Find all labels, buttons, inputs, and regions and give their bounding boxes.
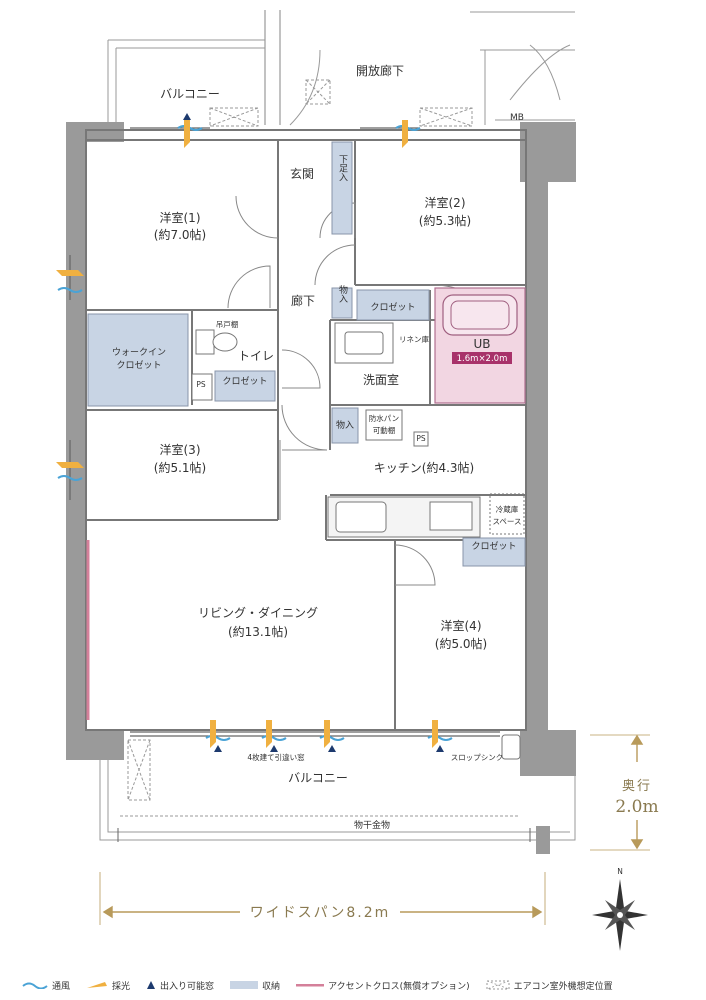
legend-access-window: 出入り可能窓: [146, 979, 214, 992]
legend: 通風 採光 出入り可能窓 収納 アクセントクロス(無償オプション) エアコン室外…: [22, 976, 692, 994]
closet-label-room4: クロゼット: [471, 540, 516, 552]
room4-name: 洋室(4): [441, 618, 482, 633]
kitchen-sink: [335, 501, 387, 533]
ub-label: UB: [473, 337, 490, 351]
ub-size-badge: [452, 352, 512, 364]
storage-label-1: 物入: [337, 284, 348, 303]
legend-storage: 収納: [230, 979, 280, 992]
room3-size: (約5.1帖): [154, 460, 206, 475]
legend-access-window-text: 出入り可能窓: [160, 981, 215, 992]
dimension-lines: [99, 734, 650, 925]
ps-label-1: PS: [196, 380, 206, 389]
storage-label-2: 物入: [336, 419, 354, 431]
linen-label: リネン庫: [399, 334, 429, 344]
hallway-label: 廊下: [291, 293, 315, 308]
slop-sink: [501, 734, 521, 760]
legend-daylight: 採光: [86, 979, 130, 992]
washroom-label: 洗面室: [363, 372, 399, 387]
legend-storage-text: 収納: [262, 981, 281, 992]
unit-bath: [434, 287, 526, 404]
waterproof-pan: [365, 409, 403, 441]
ld-name: リビング・ダイニング: [198, 605, 318, 620]
room2-size: (約5.3帖): [419, 213, 471, 228]
interior-walls: [85, 129, 527, 731]
toilet-bowl: [195, 329, 215, 355]
wind-icon: [22, 982, 48, 989]
shoe-storage-label: 下足入: [337, 155, 348, 182]
ld-size: (約13.1帖): [228, 624, 288, 639]
legend-ac-unit: エアコン室外機想定位置: [486, 979, 613, 992]
closet-room4: [462, 537, 526, 567]
closet-hall: [356, 289, 430, 321]
ub-size-label: 1.6m×2.0m: [457, 354, 508, 364]
fridge-label-1: 冷蔵庫: [496, 504, 519, 514]
legend-ac-unit-text: エアコン室外機想定位置: [513, 981, 613, 992]
balcony-top-label: バルコニー: [160, 87, 220, 101]
ac-unit-icon: [486, 980, 510, 990]
kitchen-label: キッチン(約4.3帖): [374, 460, 474, 475]
fixtures: [191, 322, 525, 760]
storage-hall-2: [331, 407, 359, 444]
room3-name: 洋室(3): [160, 442, 201, 457]
fridge-label-2: スペース: [492, 517, 521, 526]
daylight-marks: [56, 120, 438, 748]
storage-hall-1: [331, 287, 353, 319]
shoe-storage: [331, 141, 353, 235]
walkin-label-1: ウォークイン: [112, 347, 166, 358]
balcony-bottom-label: バルコニー: [288, 771, 348, 785]
north-label: N: [617, 867, 623, 876]
room1-name: 洋室(1): [160, 210, 201, 225]
ac-unit-positions: [127, 79, 473, 801]
walkin-label-2: クロゼット: [116, 359, 161, 371]
access-window-marks: [183, 113, 444, 752]
depth-label: 奥行: [622, 779, 652, 794]
span-label: ワイドスパン8.2m: [250, 905, 391, 921]
sliding-window-label: 4枚建て引違い窓: [247, 752, 305, 762]
storage-areas: [87, 141, 526, 567]
legend-ventilation-text: 通風: [52, 981, 71, 992]
slop-sink-label: スロップシンク: [451, 753, 504, 762]
open-corridor-area: [107, 10, 575, 126]
room2-name: 洋室(2): [425, 195, 466, 210]
open-corridor-label: 開放廊下: [356, 63, 404, 78]
legend-accent-cloth: アクセントクロス(無償オプション): [296, 979, 470, 992]
compass-icon: [592, 879, 648, 951]
legend-daylight-text: 採光: [112, 981, 131, 992]
balcony-bottom-rail: [99, 760, 576, 842]
waterproof-pan-label-1: 防水パン: [369, 413, 399, 423]
waterproof-pan-label-2: 可動棚: [373, 425, 396, 435]
daylight-icon: [87, 982, 108, 988]
closet-label-hall: クロゼット: [370, 301, 415, 313]
closet-label-toilet: クロゼット: [222, 375, 267, 387]
storage-swatch-icon: [230, 981, 259, 989]
room1-size: (約7.0帖): [154, 227, 206, 242]
access-triangle-icon: [147, 981, 156, 989]
mb-label: MB: [510, 113, 524, 123]
walkin-closet: [87, 313, 189, 407]
legend-accent-cloth-text: アクセントクロス(無償オプション): [328, 981, 470, 992]
drying-hardware-label: 物干金物: [354, 819, 390, 831]
fridge-space: [489, 493, 525, 535]
stove: [429, 501, 473, 531]
room4-size: (約5.0帖): [435, 636, 487, 651]
closet-toilet-side: [214, 370, 276, 402]
ps-label-2: PS: [416, 434, 426, 443]
accent-line-icon: [296, 984, 325, 987]
legend-ventilation: 通風: [22, 979, 70, 992]
entrance-label: 玄関: [290, 166, 314, 181]
toilet-label: トイレ: [238, 349, 274, 363]
depth-value: 2.0m: [615, 797, 658, 817]
hanging-shelf-label: 吊戸棚: [216, 319, 239, 329]
